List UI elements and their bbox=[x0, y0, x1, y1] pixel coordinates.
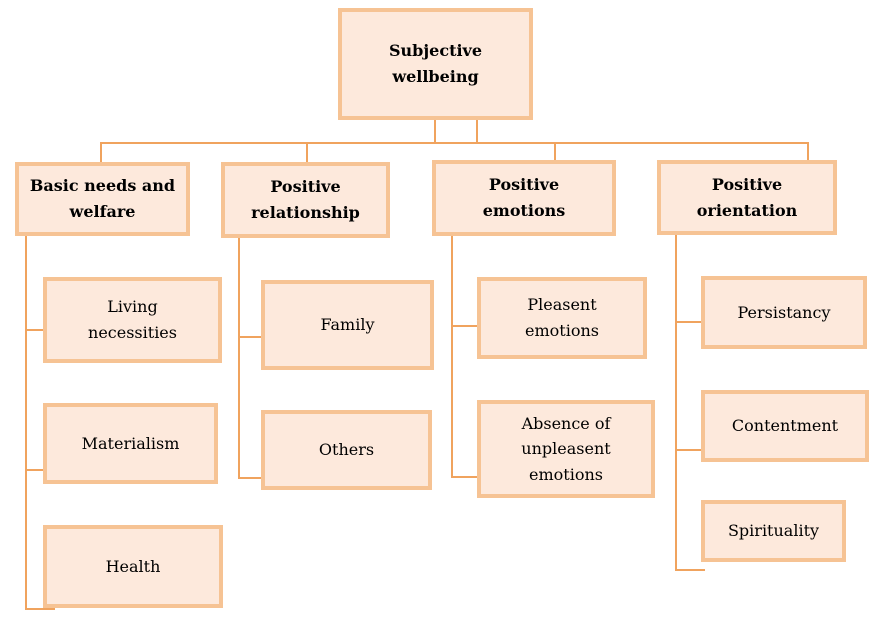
leaf-label: Others bbox=[318, 440, 375, 460]
leaf-node: Pleasent emotions bbox=[477, 277, 647, 359]
connector bbox=[238, 336, 263, 338]
connector bbox=[451, 325, 479, 327]
leaf-label: Living necessities bbox=[88, 297, 177, 342]
connector bbox=[675, 449, 703, 451]
connector bbox=[306, 142, 308, 164]
leaf-label: Family bbox=[320, 315, 375, 335]
leaf-node: Health bbox=[43, 525, 223, 608]
connector bbox=[476, 120, 478, 144]
leaf-label: Materialism bbox=[81, 433, 180, 453]
connector bbox=[25, 234, 27, 610]
category-label: Basic needs and welfare bbox=[29, 176, 176, 221]
connector bbox=[675, 569, 705, 571]
leaf-label: Persistancy bbox=[737, 302, 831, 322]
connector bbox=[25, 608, 55, 610]
leaf-label: Absence of unpleasent emotions bbox=[521, 413, 611, 484]
leaf-node: Contentment bbox=[701, 390, 869, 462]
category-node: Positive relationship bbox=[221, 162, 390, 238]
connector bbox=[675, 321, 703, 323]
leaf-node: Living necessities bbox=[43, 277, 222, 363]
connector bbox=[451, 232, 453, 478]
leaf-node: Persistancy bbox=[701, 276, 867, 349]
leaf-node: Spirituality bbox=[701, 500, 846, 562]
connector bbox=[434, 120, 436, 144]
root-node-label: Subjective wellbeing bbox=[388, 41, 483, 86]
connector bbox=[100, 142, 102, 164]
connector bbox=[25, 329, 45, 331]
connector bbox=[238, 477, 263, 479]
category-node: Positive emotions bbox=[432, 160, 616, 236]
leaf-label: Health bbox=[105, 556, 161, 576]
leaf-node: Family bbox=[261, 280, 434, 370]
root-node: Subjective wellbeing bbox=[338, 8, 533, 120]
leaf-node: Materialism bbox=[43, 403, 218, 484]
connector bbox=[238, 236, 240, 479]
connector bbox=[25, 469, 45, 471]
category-label: Positive orientation bbox=[696, 174, 798, 220]
leaf-label: Spirituality bbox=[727, 521, 820, 541]
leaf-node: Others bbox=[261, 410, 432, 490]
connector bbox=[807, 142, 809, 164]
leaf-label: Contentment bbox=[731, 416, 839, 436]
connector bbox=[451, 476, 479, 478]
leaf-node: Absence of unpleasent emotions bbox=[477, 400, 655, 498]
category-label: Positive relationship bbox=[251, 177, 360, 222]
leaf-label: Pleasent emotions bbox=[525, 295, 599, 340]
category-node: Basic needs and welfare bbox=[15, 162, 190, 236]
category-label: Positive emotions bbox=[482, 175, 566, 220]
connector bbox=[100, 142, 809, 144]
category-node: Positive orientation bbox=[657, 160, 837, 235]
connector bbox=[554, 142, 556, 164]
connector bbox=[675, 232, 677, 571]
